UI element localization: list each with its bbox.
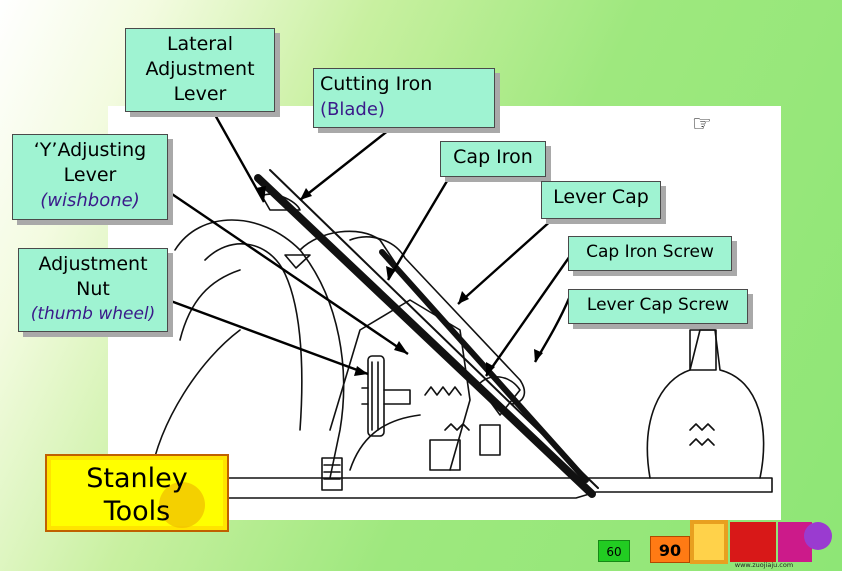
nav-button-90[interactable]: 90	[650, 536, 690, 563]
label-lever-cap: Lever Cap	[541, 181, 661, 219]
title-badge-icon	[159, 482, 205, 528]
nav-button-60[interactable]: 60	[598, 540, 630, 562]
pointing-hand-icon: ☞	[692, 112, 712, 137]
logo-url: www.zuojiaju.com	[735, 561, 793, 569]
label-y-adjusting-lever: ‘Y’Adjusting Lever (wishbone)	[12, 134, 168, 220]
slide-title: Stanley Tools	[86, 463, 188, 527]
label-cap-iron: Cap Iron	[440, 141, 546, 177]
label-cap-iron-screw: Cap Iron Screw	[568, 236, 732, 271]
label-cutting-iron: Cutting Iron (Blade)	[313, 68, 495, 128]
label-lever-cap-screw: Lever Cap Screw	[568, 289, 748, 324]
site-logo-icon: www.zuojiaju.com	[690, 520, 832, 569]
label-lateral-adjustment-lever: Lateral Adjustment Lever	[125, 28, 275, 112]
label-adjustment-nut: Adjustment Nut (thumb wheel)	[18, 248, 168, 332]
title-box: Stanley Tools	[45, 454, 229, 532]
